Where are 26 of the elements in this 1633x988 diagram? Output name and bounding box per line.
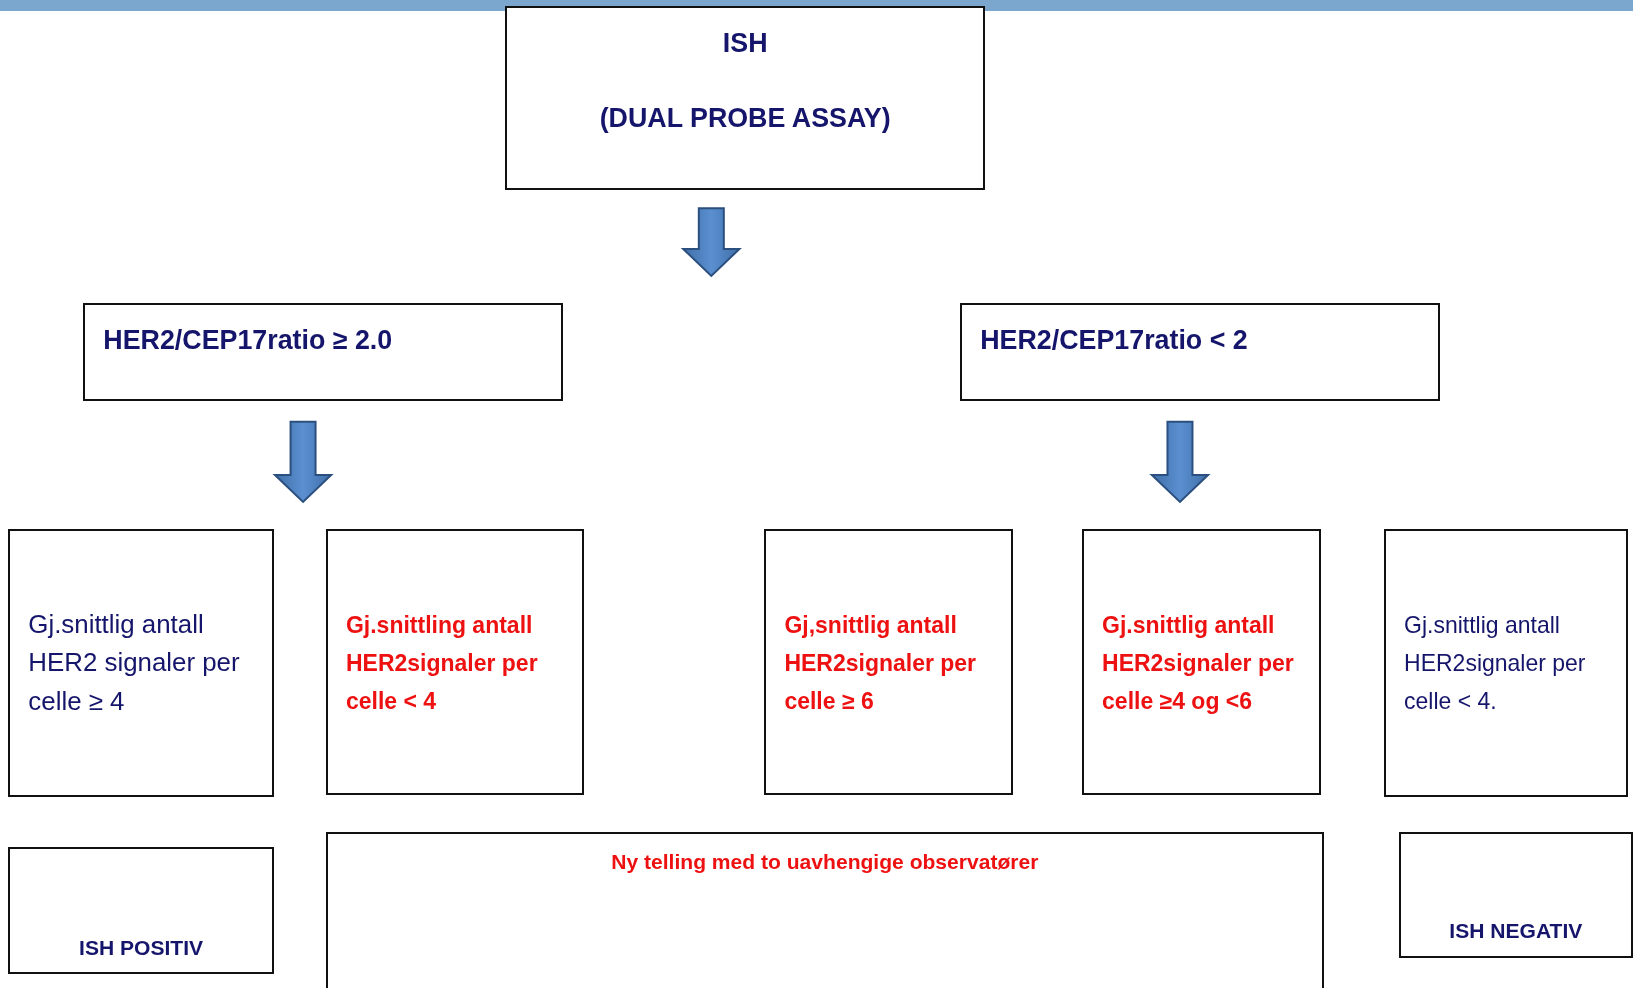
block-arrow: [1149, 420, 1211, 504]
process-box: [1398, 832, 1633, 959]
process-box: [8, 529, 274, 797]
process-box: [325, 832, 1324, 988]
box-text: Gj.snittlig antall HER2signaler per celle ≥4 og <6: [1102, 611, 1295, 716]
box-heading: ISH: [721, 27, 769, 61]
box-text: Ny telling med to uavhengige observatører: [610, 849, 1040, 876]
process-box: [8, 846, 274, 974]
box-text: HER2/CEP17ratio ≥ 2.0: [103, 324, 394, 358]
block-arrow: [272, 420, 334, 504]
process-box: [1082, 529, 1321, 795]
box-text: Gj.snittlig antall HER2signaler per celle < 4.: [1404, 611, 1587, 716]
block-arrow: [680, 207, 742, 278]
box-text: (DUAL PROBE ASSAY): [598, 102, 892, 136]
process-box: [325, 529, 585, 795]
box-text: Gj.snittlig antall HER2 signaler per celle ≥ 4: [28, 608, 241, 718]
box-text: HER2/CEP17ratio < 2: [980, 324, 1249, 358]
box-text: Gj,snittlig antall HER2signaler per celle ≥ 6: [784, 611, 978, 716]
process-box: [505, 6, 986, 190]
process-box: [83, 303, 564, 401]
process-box: [1384, 529, 1628, 797]
process-box: [764, 529, 1014, 795]
box-text: ISH POSITIV: [78, 935, 205, 962]
box-text: ISH NEGATIV: [1448, 917, 1584, 944]
box-text: Gj.snittling antall HER2signaler per celle < 4: [345, 611, 539, 716]
process-box: [960, 303, 1441, 401]
